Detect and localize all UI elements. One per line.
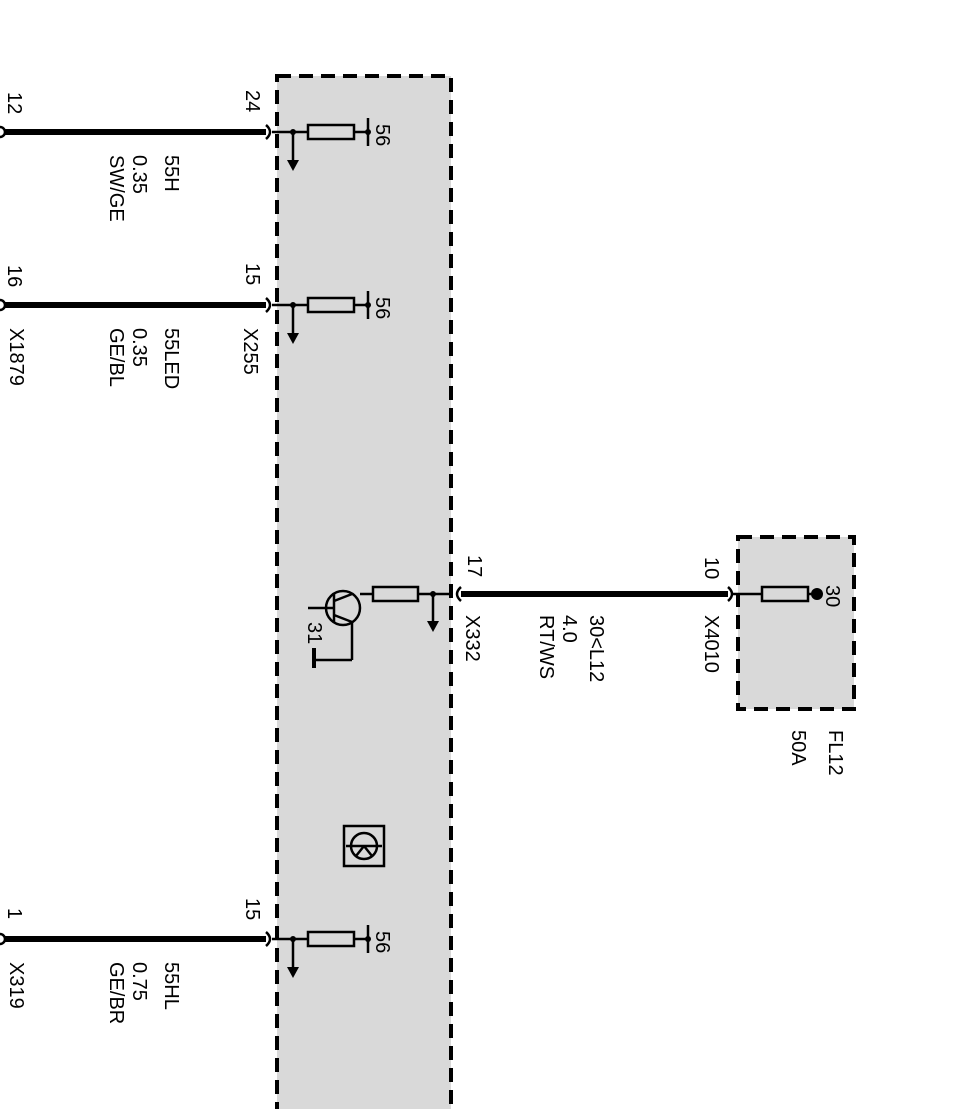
wire-size-label: 4.0: [558, 615, 580, 643]
light-module-symbol-icon: [342, 824, 386, 868]
signal-label: 30<L12: [585, 615, 607, 682]
fuse-box-connector-label: X4010: [700, 615, 722, 673]
left-pin-label: 16: [3, 265, 25, 287]
signal-label: 55LED: [160, 328, 182, 389]
circuit-55h: 12 24 56 55H 0.35 SW/GE: [0, 90, 393, 222]
wire-size-label: 0.35: [128, 328, 150, 367]
left-pin-label: 1: [3, 908, 25, 919]
fuse-rating-label: 50A: [787, 730, 809, 766]
wire-size-label: 0.35: [128, 155, 150, 194]
circuit-supply: 17 X332 30<L12 4.0 RT/WS 31 10 X4010 30 …: [303, 555, 846, 776]
module-connector-label: X332: [461, 615, 483, 662]
connector-left-label: X1879: [5, 328, 27, 386]
module-pin-label: 15: [241, 263, 263, 285]
module-pin-label: 15: [241, 898, 263, 920]
fuse-label: 56: [371, 124, 393, 146]
fuse-label: 56: [371, 931, 393, 953]
left-pin-label: 12: [3, 92, 25, 114]
fuse-box: [736, 535, 856, 711]
fuse-terminal-label: 30: [821, 585, 843, 607]
connector-label: X255: [239, 328, 261, 375]
module-pin-label: 24: [241, 90, 263, 112]
wire-color-label: RT/WS: [535, 615, 557, 679]
circuit-55hl: 1 15 56 55HL 0.75 GE/BR X319: [0, 898, 393, 1024]
fuse-box-pin-label: 10: [700, 557, 722, 579]
transistor-icon: [308, 589, 362, 668]
control-module-box: [275, 74, 453, 1109]
wire-size-label: 0.75: [128, 962, 150, 1001]
fuse-label: 56: [371, 297, 393, 319]
ground-label: 31: [303, 622, 325, 644]
wire-color-label: GE/BR: [105, 962, 127, 1024]
module-pin-label: 17: [463, 555, 485, 577]
circuit-55led: 16 15 56 55LED 0.35 GE/BL X1879 X255: [0, 263, 393, 389]
wire-color-label: SW/GE: [105, 155, 127, 222]
wire-color-label: GE/BL: [105, 328, 127, 387]
fuse-name-label: FL12: [824, 730, 846, 776]
signal-label: 55H: [160, 155, 182, 192]
connector-left-label: X319: [5, 962, 27, 1009]
signal-label: 55HL: [160, 962, 182, 1010]
